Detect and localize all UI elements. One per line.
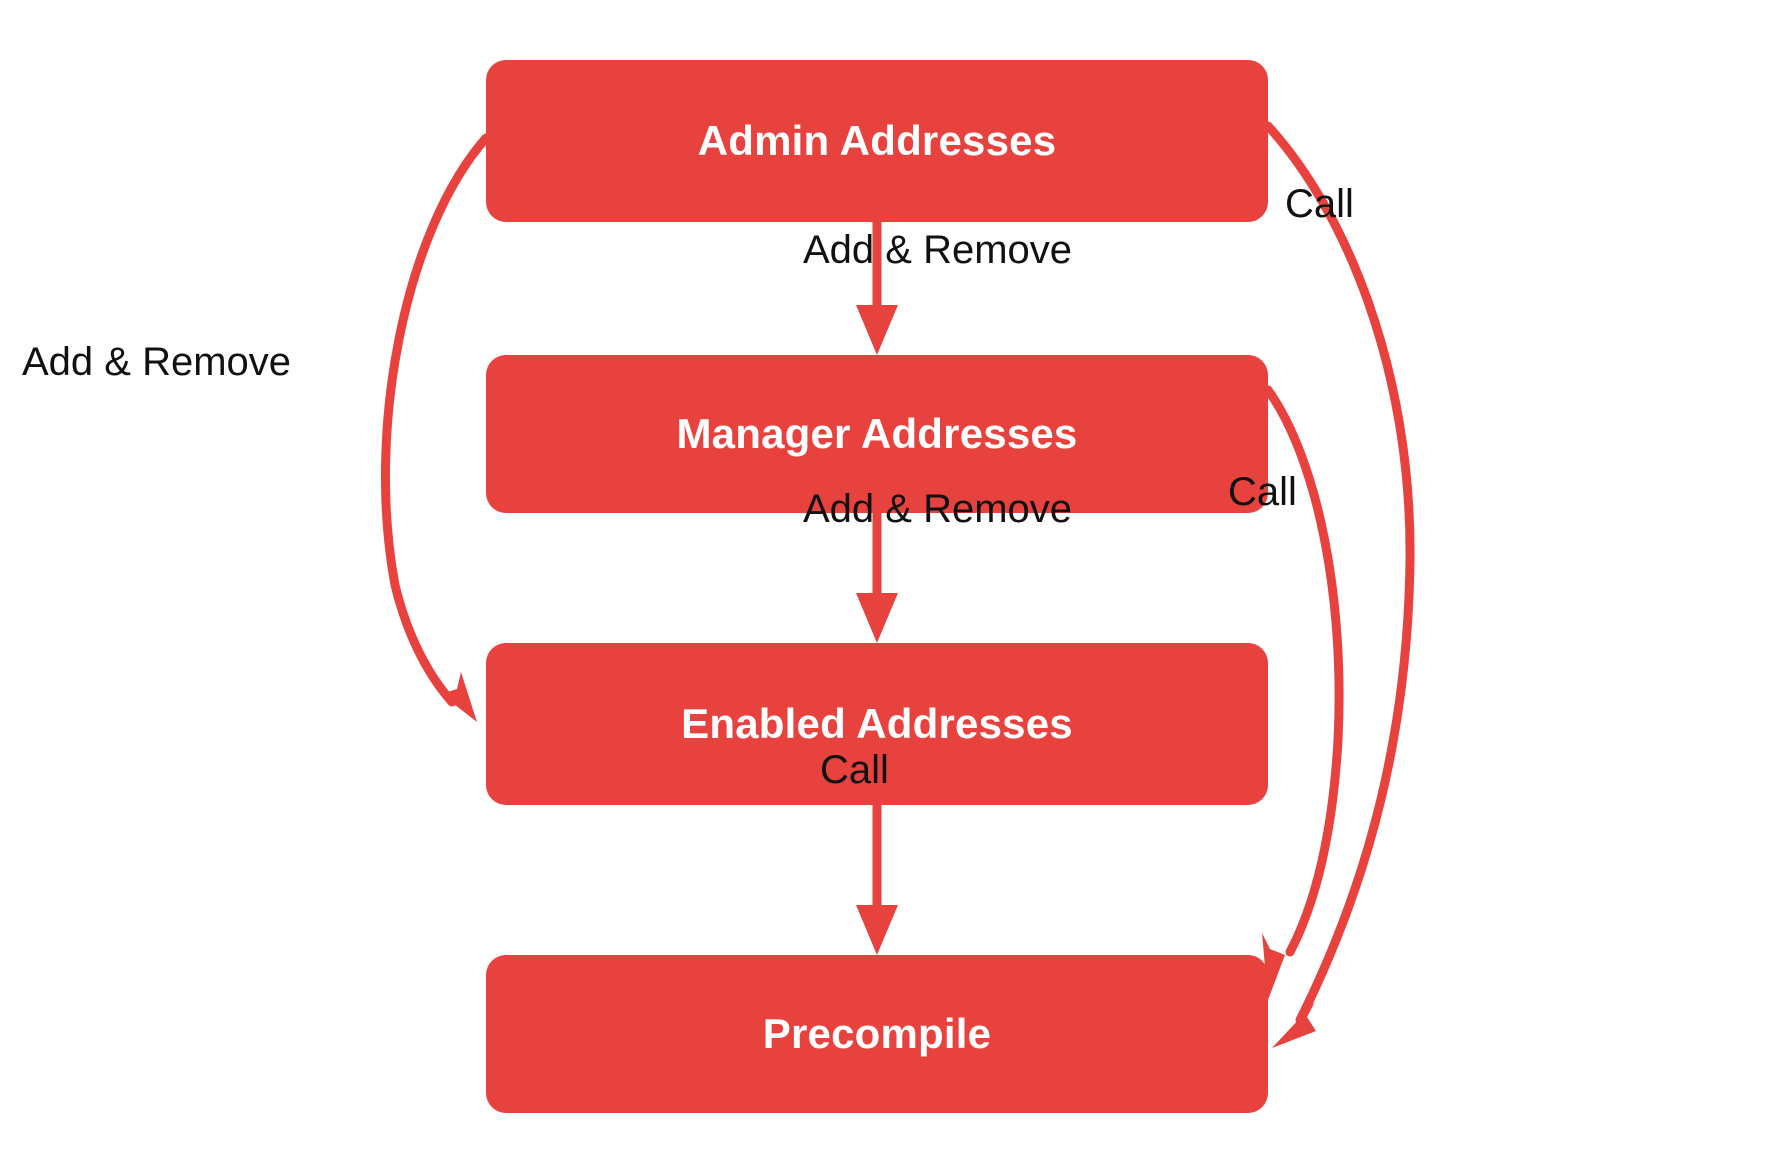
edge-label-manager-to-precompile: Call xyxy=(1228,470,1297,514)
edge-admin-to-manager xyxy=(856,222,898,355)
node-admin-addresses-label: Admin Addresses xyxy=(697,117,1057,164)
edge-enabled-to-precompile xyxy=(856,805,898,955)
node-precompile[interactable]: Precompile xyxy=(486,955,1268,1113)
node-enabled-addresses-label: Enabled Addresses xyxy=(681,700,1073,747)
node-enabled-addresses[interactable]: Enabled Addresses xyxy=(486,643,1268,805)
node-precompile-label: Precompile xyxy=(762,1010,992,1057)
node-manager-addresses[interactable]: Manager Addresses xyxy=(486,355,1268,513)
edge-label-manager-to-enabled: Add & Remove xyxy=(803,487,1073,531)
edge-manager-to-enabled xyxy=(856,513,898,643)
edge-admin-to-precompile xyxy=(1263,121,1415,1048)
edge-admin-to-enabled xyxy=(380,133,491,722)
node-admin-addresses[interactable]: Admin Addresses xyxy=(486,60,1268,222)
node-manager-addresses-label: Manager Addresses xyxy=(676,410,1078,457)
edge-label-enabled-to-precompile: Call xyxy=(820,748,889,792)
edge-label-admin-to-precompile: Call xyxy=(1285,182,1354,226)
edge-label-admin-to-manager: Add & Remove xyxy=(803,228,1073,272)
edge-label-admin-to-enabled: Add & Remove xyxy=(22,340,292,384)
